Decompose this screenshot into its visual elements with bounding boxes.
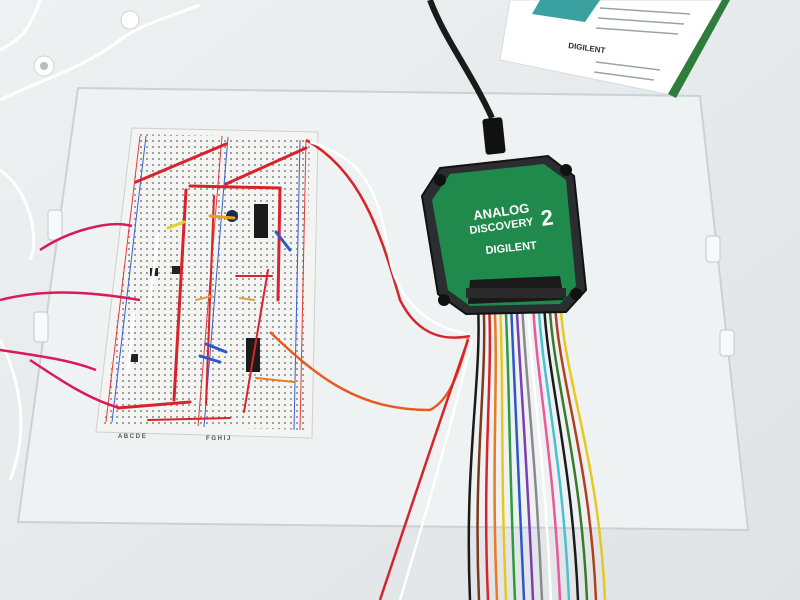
usb-plug (482, 117, 506, 155)
bundle-wire (537, 303, 571, 600)
pin-label-strip (466, 288, 566, 298)
screw-bottom-right (570, 288, 582, 300)
standoff-right-bottom (719, 329, 735, 357)
transistor-3 (130, 354, 138, 362)
device-maker-logo: DIGILENT (485, 240, 538, 257)
bundle-wire (509, 303, 526, 600)
electrode-snap-2 (120, 10, 140, 30)
bundle-wire (476, 303, 486, 600)
bundle-wire (531, 303, 562, 600)
wire-bundle (467, 303, 607, 600)
usb-cable (427, 0, 495, 120)
jumper-wires (116, 142, 308, 421)
device-model-number: 2 (539, 204, 555, 230)
external-wires (0, 223, 141, 410)
bundle-wire (484, 303, 492, 600)
screw-top-right (560, 164, 572, 176)
info-card: DIGILENT (499, 0, 730, 98)
analog-discovery-device: ANALOG DISCOVERY 2 DIGILENT (420, 154, 588, 316)
transistor-2 (172, 266, 180, 274)
bundle-wire (515, 303, 535, 600)
screw-top-left (434, 174, 446, 186)
bundle-wire (467, 303, 480, 600)
electrode-leads (0, 0, 201, 481)
standoff-left-bottom (33, 311, 49, 343)
bundle-wire (548, 303, 589, 600)
bundle-wire (542, 303, 580, 600)
bundle-wire (504, 303, 517, 600)
electrode-snap-center (40, 62, 48, 70)
ic-chip-top (254, 204, 268, 238)
column-letters-right: F G H I J (206, 436, 230, 442)
bundle-wire (553, 303, 598, 600)
column-letters-left: A B C D E (118, 434, 146, 440)
standoff-left-top (47, 209, 63, 241)
device-wires (269, 138, 474, 600)
bundle-wire (493, 303, 499, 600)
bundle-wire (526, 303, 553, 600)
standoff-right-top (705, 235, 721, 263)
bundle-wire (498, 303, 508, 600)
screw-bottom-left (438, 294, 450, 306)
bundle-wire (520, 303, 544, 600)
bundle-wire (559, 303, 607, 600)
